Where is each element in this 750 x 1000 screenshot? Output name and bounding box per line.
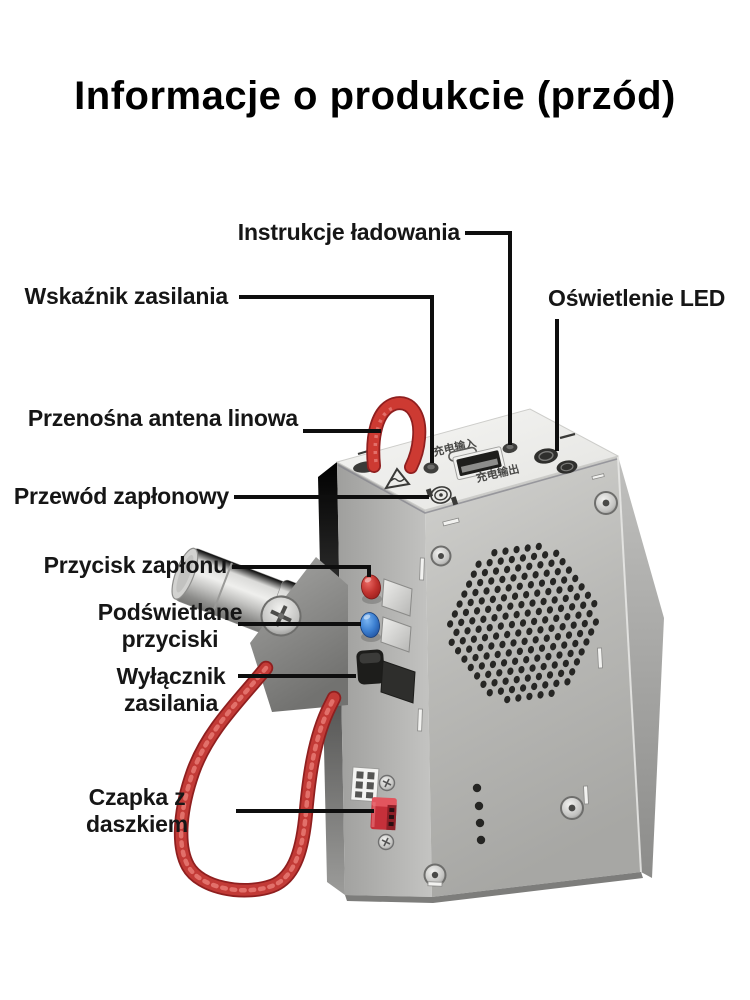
page-title: Informacje o produkcie (przód) [74,74,676,118]
lid-seam [337,458,618,514]
connector-area [350,766,397,851]
led-holes [534,448,578,474]
cable-braid-texture [178,665,337,893]
battery-indicator-dots [472,783,486,845]
panel-slots [417,473,605,887]
right-side-face [618,456,664,878]
top-dash-right [559,432,576,440]
connector-label [350,766,380,803]
label-rope-antenna: Przenośna antena linowa [27,405,298,431]
power-switch-black [356,649,385,685]
antenna-texture [373,406,394,463]
front-panel [324,473,618,887]
coil-icon [425,486,459,506]
red-connector-cap [370,797,397,831]
antenna-body [368,397,425,473]
blue-button-highlight [363,614,371,620]
red-braided-cable [173,660,342,898]
label-ignition-wire: Przewód zapłonowy [13,483,229,509]
label-power-switch: Wyłącznik zasilania [116,663,226,716]
right-fold-highlight [617,456,642,873]
label-power-indicator: Wskaźnik zasilania [24,283,229,309]
label-cap-with-visor: Czapka z daszkiem [86,784,188,837]
control-buttons [356,574,385,685]
power-indicator-inner [427,464,435,470]
leader-charging-instructions [465,231,512,445]
bottom-edge [345,872,643,903]
label-ignition-button: Przycisk zapłonu [43,552,228,578]
button-label-plates [380,578,416,704]
usb-output-port [452,446,506,481]
mounting-bracket [250,557,348,712]
red-button-highlight [364,577,372,583]
label-charging-instructions: Instrukcje ładowania [237,219,460,245]
leader-power-indicator [239,295,434,463]
warning-triangle-icon [384,467,411,490]
leader-lines [232,231,559,813]
rope-antenna-loop [366,396,427,474]
charge-instruction-inner [506,444,514,450]
speaker-grille [447,542,599,704]
label-led-lighting: Oświetlenie LED [548,285,726,311]
corner-screws [423,491,618,887]
leader-ignition-button [232,565,371,577]
label-illuminated-buttons: Podświetlane przyciski [97,599,243,652]
